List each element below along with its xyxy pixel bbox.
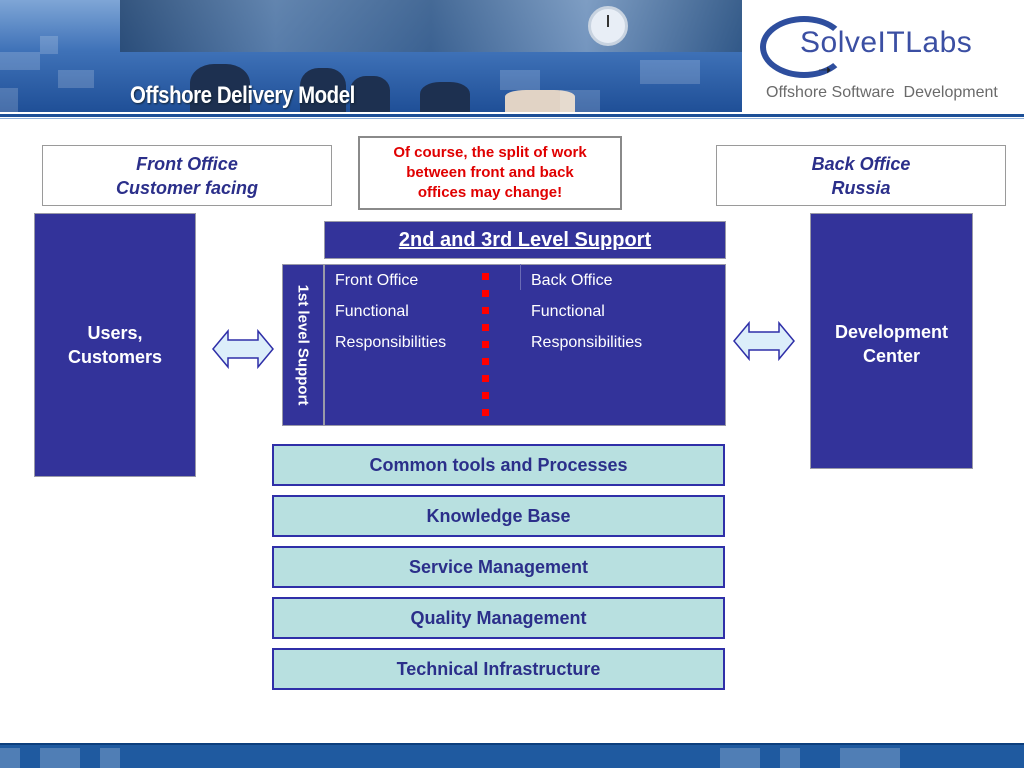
banner-photo [120, 0, 742, 52]
back-column-line: Responsibilities [531, 334, 643, 351]
footer-tile [0, 748, 20, 768]
banner-tile [0, 88, 18, 112]
banner-tile [640, 60, 700, 84]
back-column-line: Functional [531, 303, 605, 320]
back-office-label: Back Office Russia [716, 145, 1006, 206]
back-column-line: Back Office [531, 272, 613, 289]
banner-tile [0, 52, 40, 70]
header-divider [0, 114, 1024, 117]
front-office-title: Front Office [136, 153, 238, 174]
back-office-column: Back Office Functional Responsibilities [531, 271, 642, 364]
first-level-support-panel: 1st level Support [282, 264, 324, 426]
front-office-column: Front Office Functional Responsibilities [335, 271, 446, 364]
header-banner: Offshore Delivery Model [0, 0, 742, 112]
first-level-support-label: 1st level Support [294, 284, 312, 406]
footer-band [0, 743, 1024, 768]
note-line-2: between front and back [406, 164, 574, 181]
footer-tile [100, 748, 120, 768]
layer-knowledge-base: Knowledge Base [272, 495, 725, 537]
front-office-subtitle: Customer facing [115, 177, 259, 198]
split-marker [482, 341, 489, 348]
footer-line [0, 743, 1024, 745]
layer-common-tools: Common tools and Processes [272, 444, 725, 486]
footer-tile [40, 748, 80, 768]
layer-service-management: Service Management [272, 546, 725, 588]
split-marker [482, 375, 489, 382]
development-center-panel: Development Center [810, 213, 973, 469]
header-divider-thin [0, 118, 1024, 119]
banner-person-2 [300, 68, 346, 112]
double-arrow-right-icon [733, 320, 795, 362]
footer-tile [840, 748, 900, 768]
slide-title: Offshore Delivery Model [130, 82, 355, 109]
split-marker [482, 409, 489, 416]
back-office-title: Back Office [811, 153, 911, 174]
split-marker [482, 307, 489, 314]
split-marker [482, 392, 489, 399]
company-tagline: Offshore Software Development [766, 84, 998, 101]
front-column-line: Front Office [335, 272, 419, 289]
split-marker [482, 324, 489, 331]
banner-person-1 [190, 64, 250, 112]
users-customers-panel: Users, Customers [34, 213, 196, 477]
split-note: Of course, the split of work between fro… [358, 136, 622, 210]
front-column-line: Functional [335, 303, 409, 320]
note-line-3: offices may change! [417, 184, 563, 201]
split-marker [482, 358, 489, 365]
banner-person-3 [350, 76, 390, 112]
customers-label: Customers [67, 347, 163, 367]
split-marker [482, 290, 489, 297]
banner-tile [560, 90, 600, 112]
front-column-line: Responsibilities [335, 334, 447, 351]
center-label: Center [862, 346, 920, 366]
development-label: Development [834, 322, 949, 342]
logo-arrow-icon: ➝ [818, 62, 832, 79]
note-line-1: Of course, the split of work [393, 144, 587, 161]
logo-swoosh-icon [760, 16, 848, 78]
responsibilities-panel: Front Office Functional Responsibilities… [324, 264, 726, 426]
footer-tile [780, 748, 800, 768]
banner-tile [58, 70, 94, 88]
footer-tile [720, 748, 760, 768]
banner-tile [500, 70, 540, 90]
column-separator [520, 264, 521, 290]
company-logo: SolveITLabs [800, 26, 973, 59]
users-label: Users, [87, 323, 143, 343]
layer-technical-infrastructure: Technical Infrastructure [272, 648, 725, 690]
front-office-label: Front Office Customer facing [42, 145, 332, 206]
handshake-image [505, 90, 575, 112]
back-office-subtitle: Russia [831, 177, 891, 198]
clock-icon [588, 6, 628, 46]
banner-person-4 [420, 82, 470, 112]
support-level-header: 2nd and 3rd Level Support [324, 221, 726, 259]
double-arrow-left-icon [212, 328, 274, 370]
layer-quality-management: Quality Management [272, 597, 725, 639]
banner-tile [40, 36, 58, 54]
split-marker [482, 273, 489, 280]
